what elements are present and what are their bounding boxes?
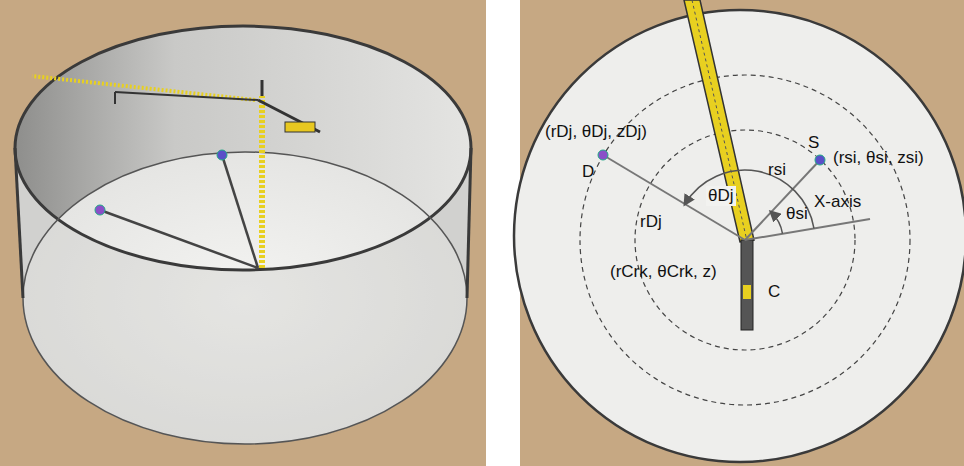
supply-point <box>815 155 825 165</box>
axis-label: X-axis <box>814 192 861 212</box>
counterweight <box>285 122 315 132</box>
point-label: D <box>582 162 594 182</box>
jib-truss <box>692 0 747 241</box>
front-wall <box>15 148 471 444</box>
radius-label: rDj <box>640 212 662 232</box>
crane-counter-jib <box>258 100 320 132</box>
angle-label: θsi <box>786 204 808 224</box>
hook <box>114 92 116 104</box>
radius-label: rsi <box>768 160 786 180</box>
demand-point <box>95 205 105 215</box>
demand-point <box>598 150 608 160</box>
supply-line <box>222 155 258 268</box>
coordinate-label: (rsi, θsi, zsi) <box>833 148 924 168</box>
crane-jib <box>684 0 754 242</box>
perspective-view <box>0 0 486 466</box>
crane-peak <box>261 80 264 96</box>
crane-tower <box>259 96 265 268</box>
crane-jib <box>32 76 255 100</box>
angle-label: θDj <box>706 186 736 206</box>
coordinate-label: (rDj, θDj, zDj) <box>545 122 647 142</box>
wall-edge <box>15 148 23 298</box>
wall-edge <box>467 148 471 298</box>
top-view <box>514 0 964 466</box>
top-rim <box>15 26 471 270</box>
point-label: C <box>768 282 780 302</box>
ground <box>0 0 486 466</box>
supply-point <box>217 150 227 160</box>
radius-line <box>745 160 820 240</box>
floor-rim <box>23 152 467 444</box>
point-label: S <box>808 133 819 153</box>
radius-line <box>603 155 745 240</box>
coordinate-label: (rCrk, θCrk, z) <box>610 262 717 282</box>
counterweight <box>743 285 751 299</box>
counter-jib <box>741 240 753 330</box>
crane-cable <box>115 92 258 100</box>
angle-arc <box>771 212 783 234</box>
demand-line <box>100 210 258 268</box>
angle-arc <box>685 170 814 228</box>
site-boundary <box>514 10 964 462</box>
cylinder-body <box>15 26 471 444</box>
